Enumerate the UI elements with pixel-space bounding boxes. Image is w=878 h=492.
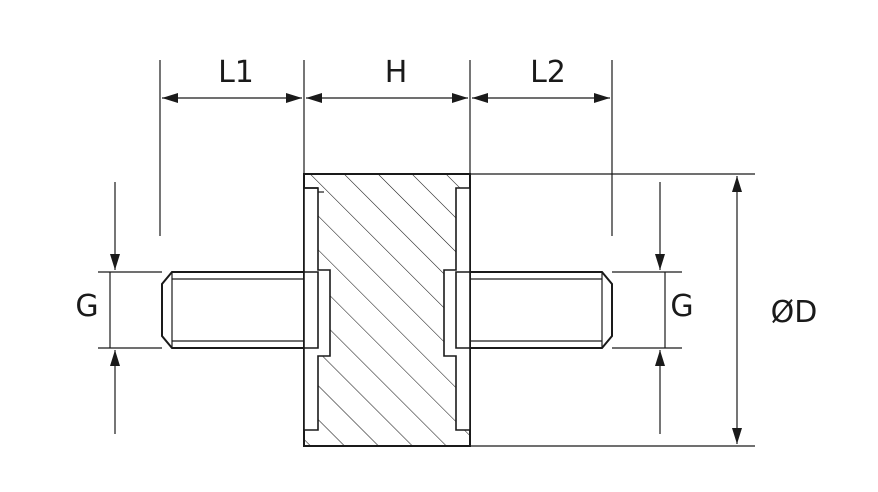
- rubber-body: [303, 173, 471, 447]
- extension-lines: [98, 60, 755, 447]
- dimension-g-left: G: [75, 182, 120, 434]
- label-diameter: ØD: [771, 295, 818, 330]
- dimension-g-right: G: [655, 182, 694, 434]
- left-threaded-stud: [161, 271, 326, 349]
- label-l1: L1: [218, 55, 254, 90]
- right-metal-insert: [443, 187, 471, 431]
- label-h: H: [385, 55, 408, 90]
- label-g-right: G: [670, 289, 693, 324]
- label-l2: L2: [530, 55, 566, 90]
- dimension-l2: L2: [472, 55, 610, 103]
- left-metal-insert: [303, 187, 331, 431]
- dimension-l1: L1: [162, 55, 302, 103]
- right-threaded-stud: [455, 271, 613, 349]
- dimension-h: H: [306, 55, 468, 103]
- label-g-left: G: [75, 289, 98, 324]
- dimension-diameter: ØD: [732, 176, 817, 444]
